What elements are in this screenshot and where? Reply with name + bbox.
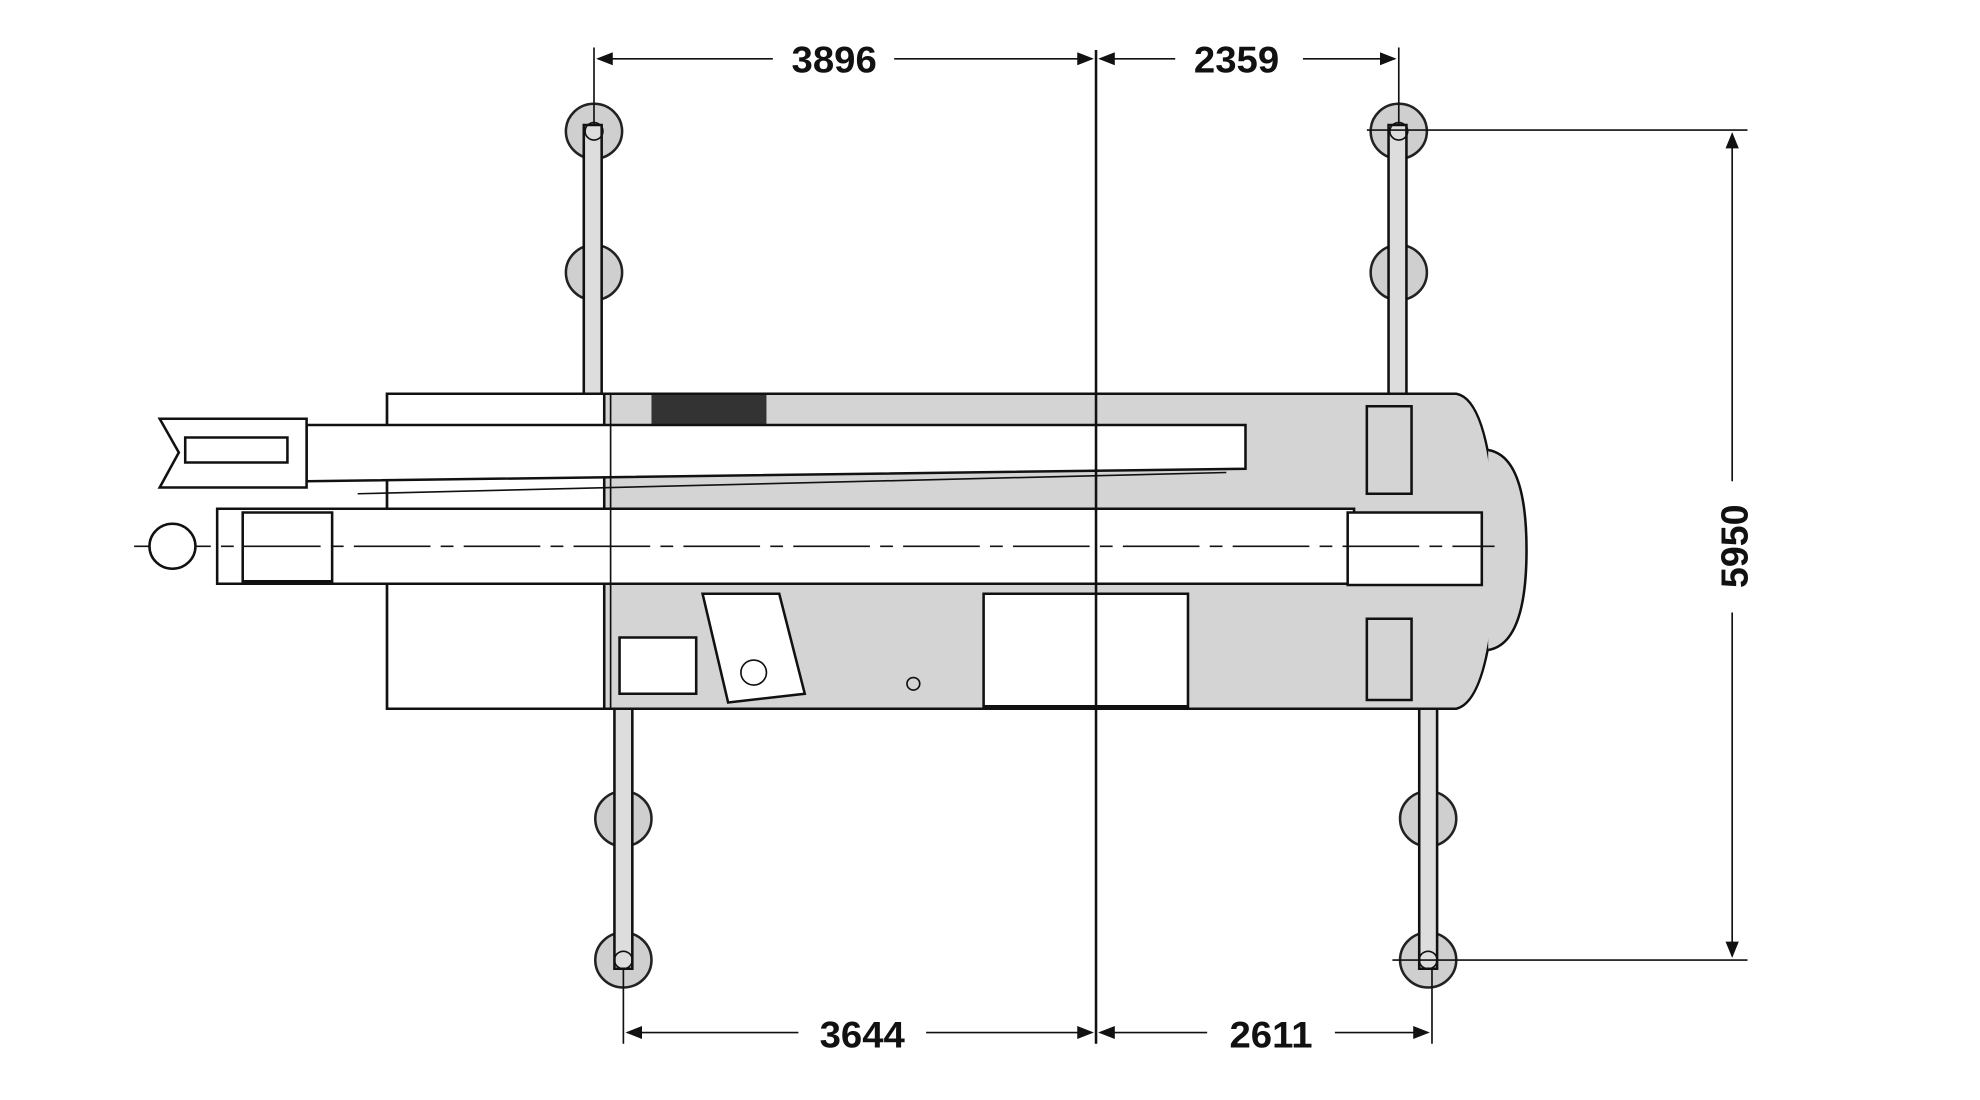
outrigger-front-right <box>594 705 653 989</box>
dimension-bottom-left: 3644 <box>820 1015 905 1057</box>
outrigger-front-left <box>564 102 624 395</box>
outrigger-rear-right <box>1398 705 1458 989</box>
outrigger-rear-left <box>1369 102 1429 395</box>
dimension-bottom-right: 2611 <box>1229 1015 1312 1057</box>
dimension-top-left: 3896 <box>792 40 877 82</box>
dimension-top-right: 2359 <box>1194 40 1279 82</box>
crane-boom <box>134 417 1495 587</box>
dimension-outrigger-span: 5950 <box>1714 505 1756 588</box>
